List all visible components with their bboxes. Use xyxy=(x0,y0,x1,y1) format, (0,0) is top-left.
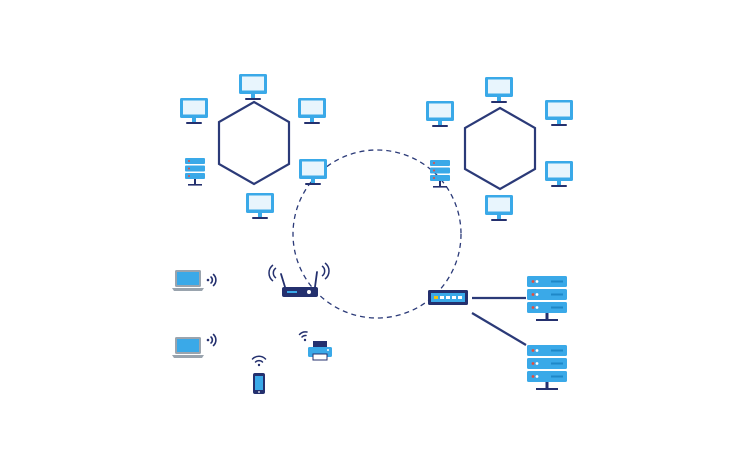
monitor-icon xyxy=(246,193,274,219)
network-switch-icon xyxy=(428,290,468,305)
wifi-signal-icon xyxy=(205,273,217,287)
monitor-icon xyxy=(426,101,454,127)
monitor-icon xyxy=(485,77,513,103)
monitor-icon xyxy=(299,159,327,185)
wifi-signal-icon xyxy=(205,333,217,347)
link-switch-server-2 xyxy=(471,312,527,346)
server-icon xyxy=(185,158,205,186)
wifi-signal-icon xyxy=(298,331,308,342)
monitor-icon xyxy=(180,98,208,124)
hexagon-right xyxy=(463,106,537,191)
server-icon xyxy=(527,345,567,390)
server-icon xyxy=(430,160,450,188)
printer-icon xyxy=(308,341,332,361)
laptop-icon xyxy=(172,337,204,358)
smartphone-icon xyxy=(253,373,265,394)
laptop-icon xyxy=(172,270,204,291)
hexagon-group-right xyxy=(426,77,573,221)
wifi-signal-icon xyxy=(251,355,267,367)
hexagon-group-left xyxy=(180,74,327,219)
hexagon-left xyxy=(217,100,291,186)
server-icon xyxy=(527,276,567,321)
ring-connection xyxy=(292,149,462,319)
monitor-icon xyxy=(239,74,267,100)
monitor-icon xyxy=(298,98,326,124)
monitor-icon xyxy=(545,161,573,187)
monitor-icon xyxy=(485,195,513,221)
wireless-router-icon xyxy=(268,262,330,297)
monitor-icon xyxy=(545,100,573,126)
